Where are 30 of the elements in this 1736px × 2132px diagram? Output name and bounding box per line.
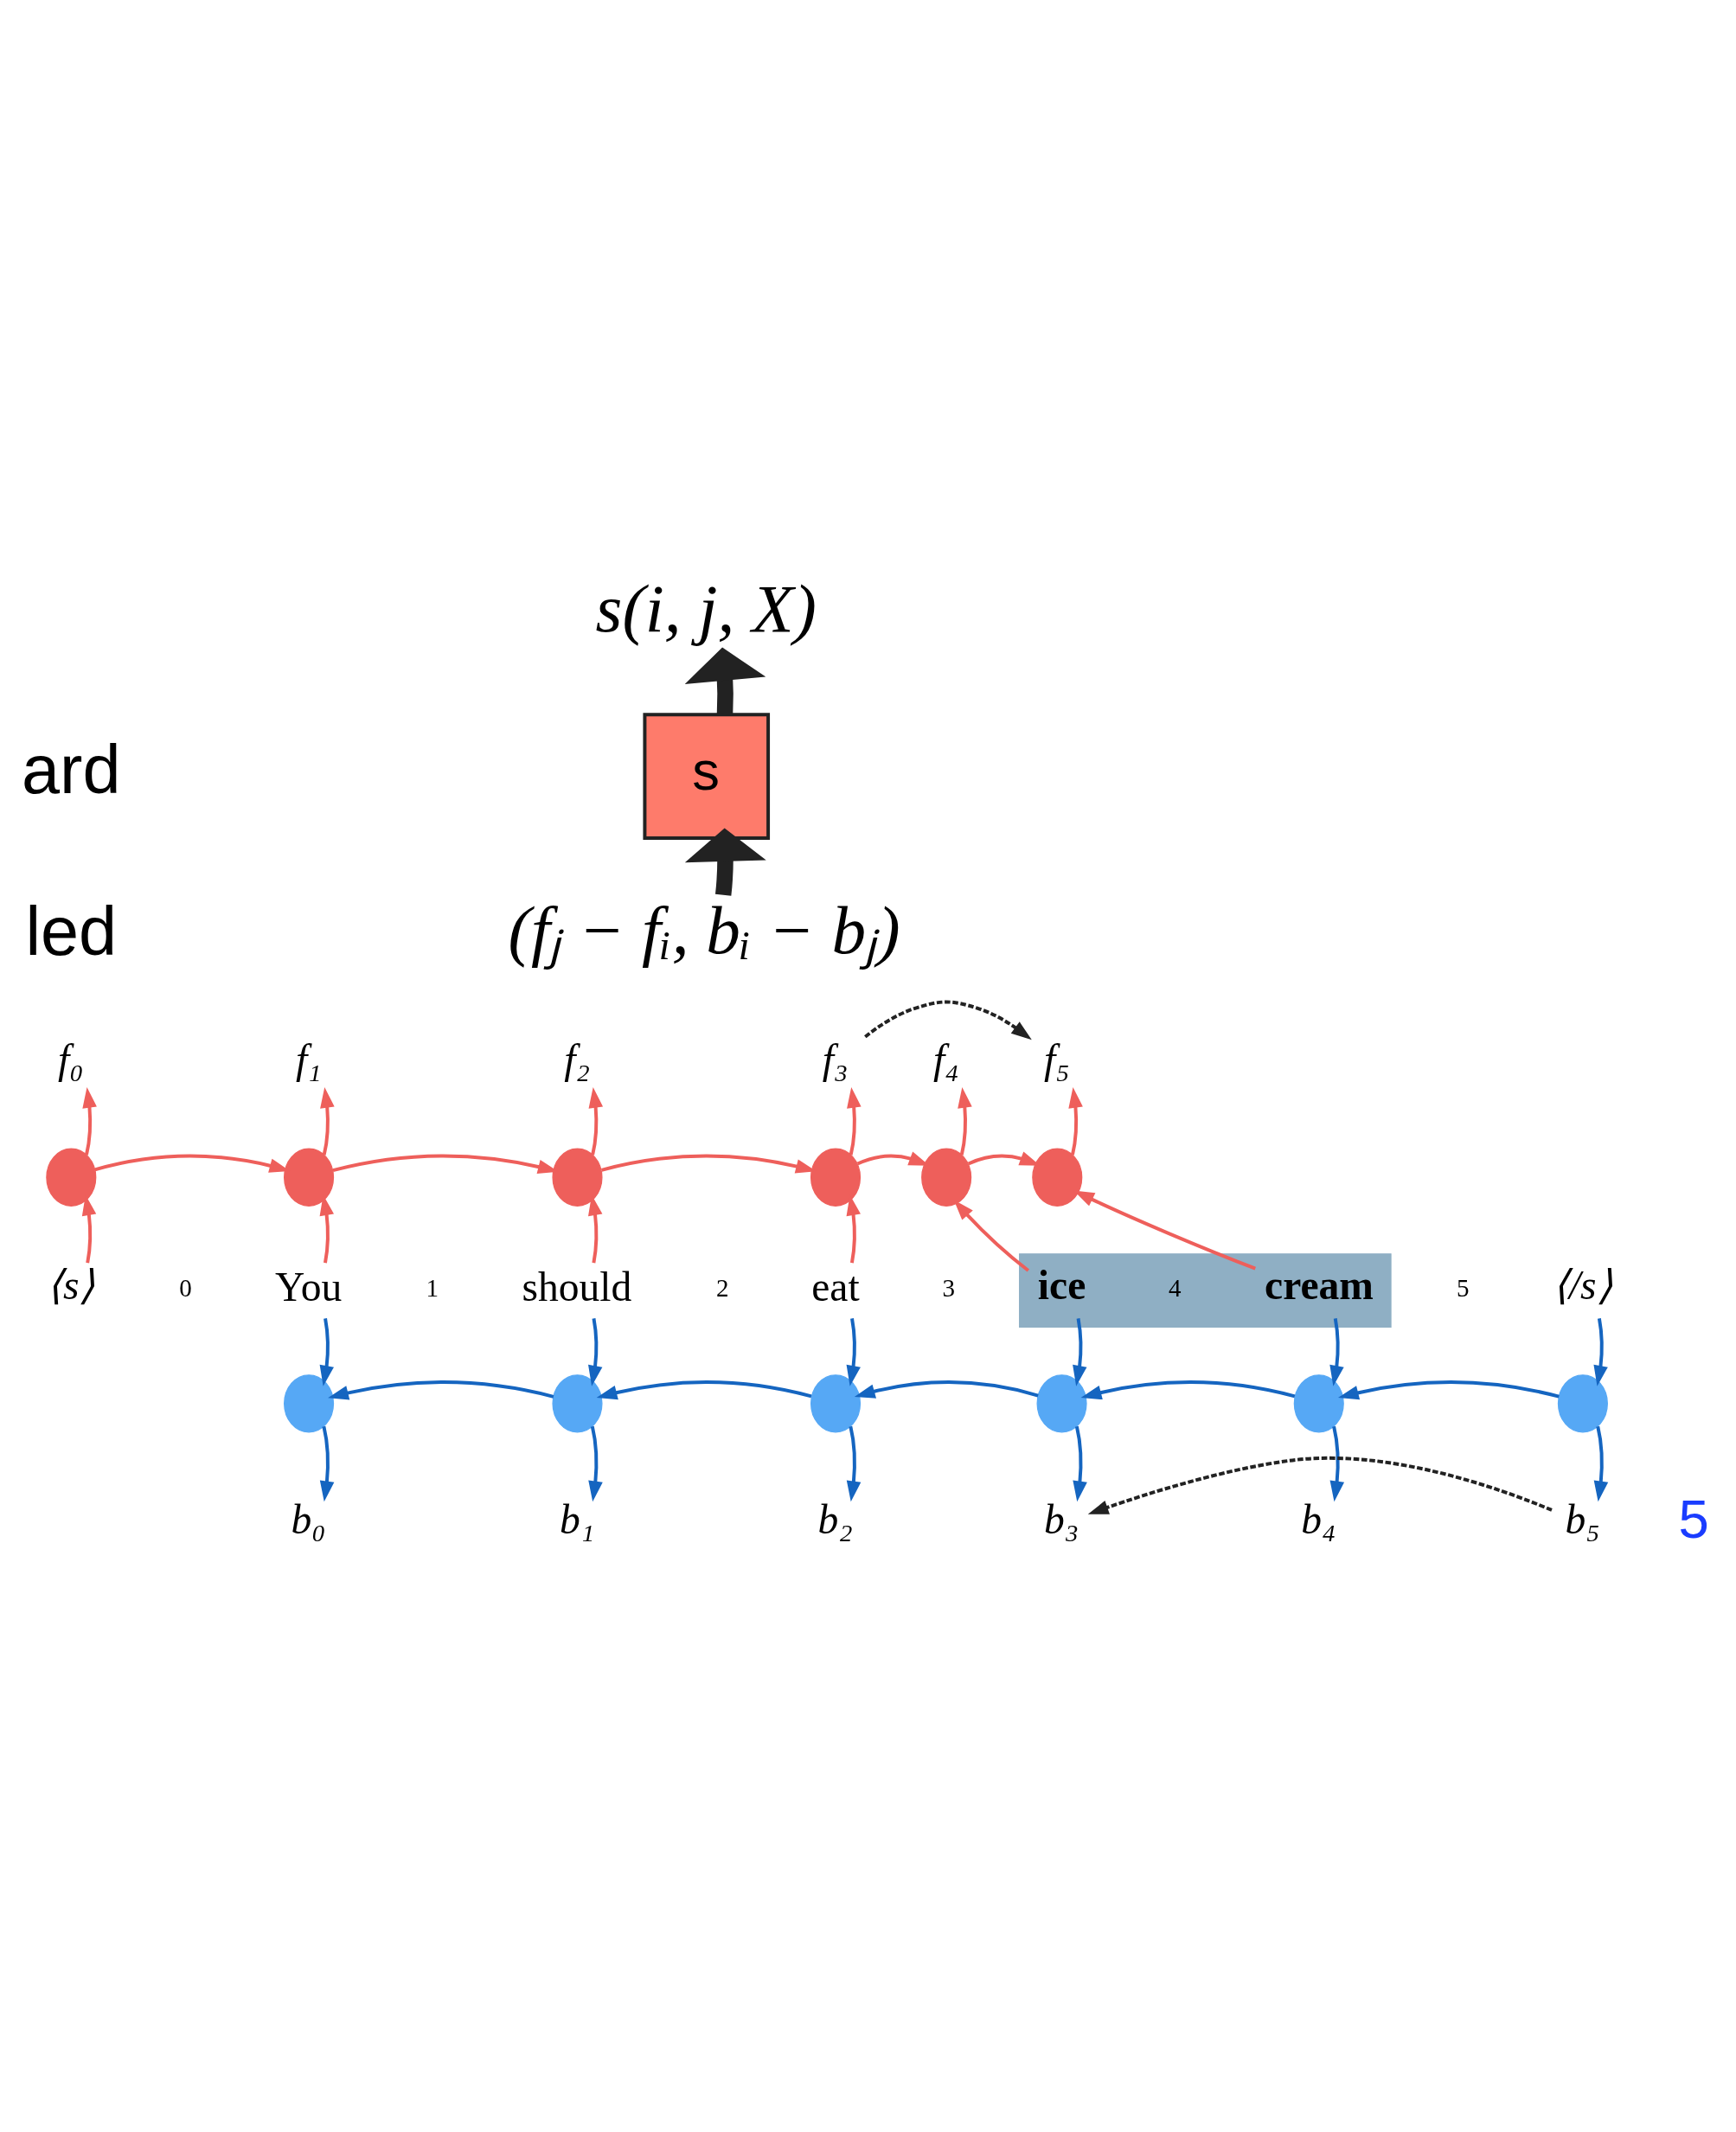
node-text: eat — [810, 1264, 860, 1309]
node-text: f₀ — [57, 1036, 84, 1082]
node-text: b₂ — [817, 1496, 853, 1542]
node-text: f₁ — [295, 1036, 322, 1082]
node-text: b₃ — [1043, 1496, 1079, 1542]
node-text: b₀ — [291, 1496, 326, 1542]
node-text: b₁ — [559, 1496, 594, 1542]
node-text: ⟨/s⟩ — [1552, 1263, 1613, 1309]
label: ard — [21, 731, 121, 809]
node-text: f₄ — [932, 1036, 959, 1082]
node-text: ⟨s⟩ — [46, 1263, 95, 1309]
node-text: ice — [1037, 1263, 1086, 1309]
label: 5 — [1456, 1274, 1469, 1303]
node-text: s(i, j, X) — [595, 569, 817, 646]
node-text: f₃ — [822, 1036, 849, 1082]
node-text: (fⱼ − fᵢ, bᵢ − bⱼ) — [508, 892, 900, 969]
node-text: should — [521, 1264, 631, 1309]
node-text: b₅ — [1564, 1496, 1600, 1542]
label: led — [24, 892, 117, 970]
node-text: f₂ — [563, 1036, 590, 1082]
label: 5 — [1677, 1488, 1709, 1549]
node-text: f₅ — [1043, 1036, 1070, 1082]
label: 2 — [715, 1274, 729, 1303]
label: 1 — [425, 1274, 439, 1303]
node-text: You — [274, 1264, 342, 1309]
node-text: cream — [1264, 1263, 1374, 1309]
label: 0 — [178, 1274, 192, 1303]
node-text: b₄ — [1300, 1496, 1336, 1542]
label: 3 — [942, 1274, 955, 1303]
label: 4 — [1168, 1274, 1182, 1303]
